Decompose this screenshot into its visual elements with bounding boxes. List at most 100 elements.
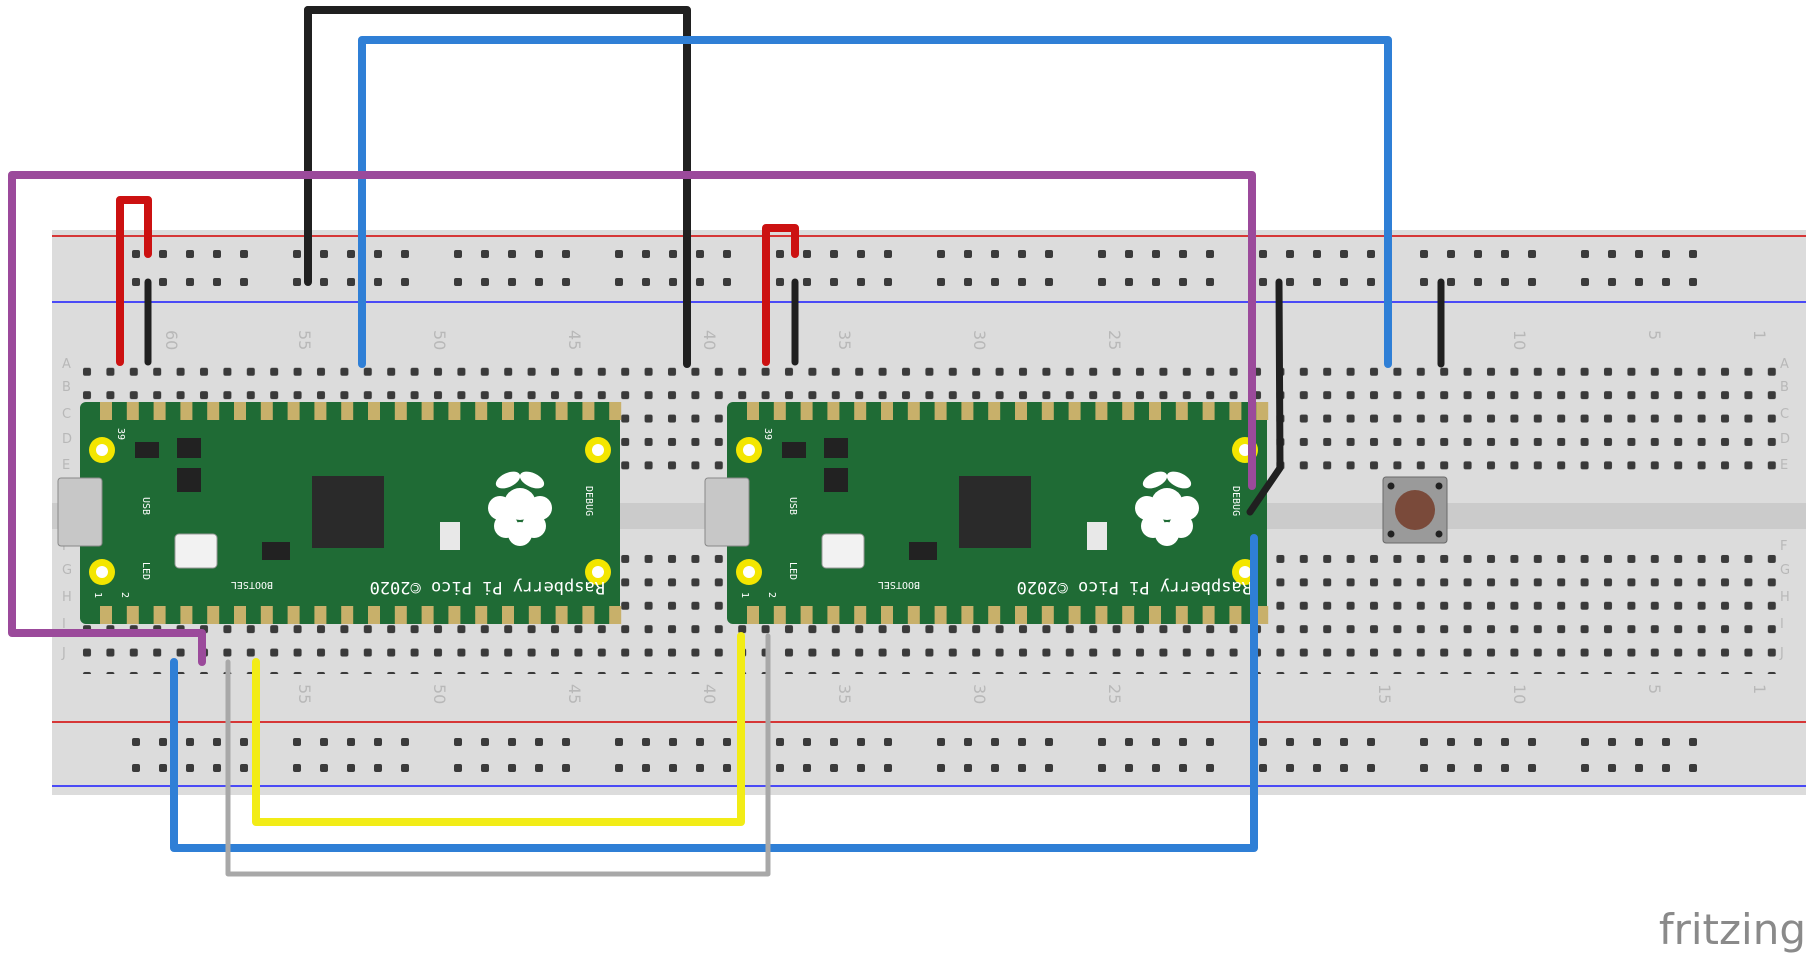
rail-hole[interactable] [1045,250,1053,258]
rail-hole[interactable] [1259,738,1267,746]
rail-hole[interactable] [642,250,650,258]
rail-hole[interactable] [937,250,945,258]
rail-hole[interactable] [240,764,248,772]
rail-hole[interactable] [884,738,892,746]
rail-hole[interactable] [615,738,623,746]
rail-hole[interactable] [857,738,865,746]
rail-hole[interactable] [1662,764,1670,772]
rail-hole[interactable] [1501,250,1509,258]
rail-hole[interactable] [1206,250,1214,258]
rail-hole[interactable] [293,764,301,772]
rail-hole[interactable] [696,764,704,772]
rail-hole[interactable] [1367,764,1375,772]
pico-board-right[interactable]: Raspberry Pi Pico ©2020BOOTSELUSBLEDDEBU… [704,402,1269,624]
rail-hole[interactable] [1125,250,1133,258]
rail-hole[interactable] [535,278,543,286]
rail-hole[interactable] [1313,250,1321,258]
rail-hole[interactable] [1125,278,1133,286]
rail-hole[interactable] [1286,764,1294,772]
rail-hole[interactable] [159,738,167,746]
rail-hole[interactable] [481,738,489,746]
bootsel-button[interactable] [821,533,865,569]
rail-hole[interactable] [454,738,462,746]
rail-hole[interactable] [1528,764,1536,772]
rail-hole[interactable] [1018,738,1026,746]
rail-hole[interactable] [1528,738,1536,746]
rail-hole[interactable] [830,278,838,286]
rail-hole[interactable] [1662,250,1670,258]
rail-hole[interactable] [1152,764,1160,772]
rail-hole[interactable] [857,278,865,286]
rail-hole[interactable] [159,764,167,772]
wire-red-left[interactable] [116,196,152,366]
rail-hole[interactable] [776,738,784,746]
rail-hole[interactable] [991,764,999,772]
rail-hole[interactable] [857,250,865,258]
rail-hole[interactable] [1340,250,1348,258]
rail-hole[interactable] [1098,278,1106,286]
rail-hole[interactable] [240,738,248,746]
rail-hole[interactable] [132,278,140,286]
rail-hole[interactable] [1125,738,1133,746]
rail-hole[interactable] [1474,738,1482,746]
rail-hole[interactable] [1286,278,1294,286]
rail-hole[interactable] [803,278,811,286]
pico-board-left[interactable]: Raspberry Pi Pico ©2020BOOTSELUSBLEDDEBU… [57,402,622,624]
rail-hole[interactable] [1447,278,1455,286]
rail-hole[interactable] [1447,764,1455,772]
rail-hole[interactable] [991,738,999,746]
rail-hole[interactable] [1152,250,1160,258]
rail-hole[interactable] [669,278,677,286]
rail-hole[interactable] [454,278,462,286]
wire-blue-bottom[interactable] [170,534,1258,852]
rail-hole[interactable] [186,278,194,286]
rail-hole[interactable] [696,278,704,286]
rail-hole[interactable] [696,738,704,746]
rail-hole[interactable] [830,250,838,258]
rail-hole[interactable] [1689,738,1697,746]
rail-hole[interactable] [803,250,811,258]
rail-hole[interactable] [186,250,194,258]
rail-hole[interactable] [1206,738,1214,746]
rail-hole[interactable] [1474,250,1482,258]
rail-hole[interactable] [1608,250,1616,258]
rail-hole[interactable] [213,278,221,286]
rail-hole[interactable] [1474,278,1482,286]
rail-hole[interactable] [1581,250,1589,258]
rail-hole[interactable] [1340,278,1348,286]
rail-hole[interactable] [293,738,301,746]
rail-hole[interactable] [1045,738,1053,746]
rail-hole[interactable] [562,738,570,746]
rail-hole[interactable] [1635,250,1643,258]
rail-hole[interactable] [1581,738,1589,746]
wire-red-right[interactable] [762,224,799,366]
rail-hole[interactable] [1018,764,1026,772]
rail-hole[interactable] [293,250,301,258]
rail-hole[interactable] [723,278,731,286]
rail-hole[interactable] [1125,764,1133,772]
rail-hole[interactable] [615,250,623,258]
wire-black-top-loop[interactable] [304,6,691,368]
rail-hole[interactable] [1501,764,1509,772]
rail-hole[interactable] [454,250,462,258]
rail-hole[interactable] [776,764,784,772]
rail-hole[interactable] [1420,738,1428,746]
rail-hole[interactable] [1608,738,1616,746]
rail-hole[interactable] [213,738,221,746]
rail-hole[interactable] [1608,278,1616,286]
rail-hole[interactable] [1313,278,1321,286]
wire-yellow[interactable] [252,632,745,826]
rail-hole[interactable] [1286,250,1294,258]
rail-hole[interactable] [293,278,301,286]
rail-hole[interactable] [401,738,409,746]
rail-hole[interactable] [615,764,623,772]
rail-hole[interactable] [1313,764,1321,772]
rail-hole[interactable] [240,278,248,286]
rail-hole[interactable] [240,250,248,258]
rail-hole[interactable] [1179,738,1187,746]
rail-hole[interactable] [1447,738,1455,746]
rail-hole[interactable] [964,764,972,772]
rail-hole[interactable] [1313,738,1321,746]
rail-hole[interactable] [964,738,972,746]
rail-hole[interactable] [1689,764,1697,772]
